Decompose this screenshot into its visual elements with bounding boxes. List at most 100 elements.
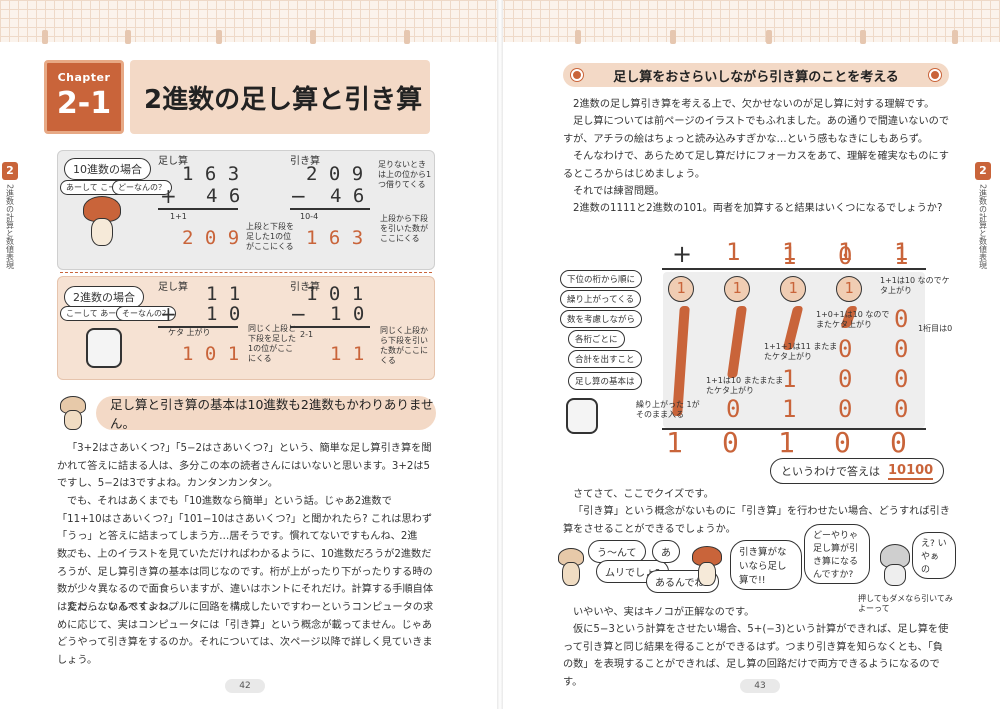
dec-add-note: 上段と下段を足した1の位がここにくる: [246, 222, 294, 251]
quiz-speech: あ: [652, 540, 680, 563]
bullet-icon: [929, 69, 941, 81]
bin-sub-carry: 2-1: [300, 330, 314, 339]
page-clip: [575, 30, 581, 44]
add-label: 足し算: [158, 156, 188, 167]
chapter-title: 2進数の足し算と引き算: [144, 84, 423, 115]
sum-line: [158, 208, 238, 210]
addend-digit: 1: [726, 238, 741, 266]
dec-add-top: 1 6 3: [182, 163, 240, 185]
hint-line: 合計を出すこと: [575, 355, 635, 365]
page-clip: [310, 30, 316, 44]
side-tab-text: 2進数の計算と数値表現: [5, 184, 15, 270]
sum-line-binary: [158, 326, 238, 328]
page-clip: [952, 30, 958, 44]
result-digit: 0: [834, 426, 851, 459]
page-clip: [42, 30, 48, 44]
plus-sign: +: [160, 184, 177, 208]
decimal-label: 10進数の場合: [64, 158, 151, 180]
dec-sub-borrow-note: 足りないときは上の位から1つ借りてくる: [378, 160, 432, 189]
addend2-digit: 1: [894, 242, 909, 270]
dec-add-carry: 1+1: [170, 212, 187, 221]
sum-line: [662, 268, 926, 270]
paragraph: そんなわけで、あらためて足し算だけにフォーカスをあて、理解を確実なものにするとこ…: [563, 151, 949, 180]
addend-digit: 1: [894, 238, 909, 266]
carry-circle: 1: [780, 276, 806, 302]
hint-line: 繰り上がってくる: [567, 295, 635, 305]
page-number-left: 42: [225, 679, 265, 693]
quiz-speech: 引き算がないなら足し算で!!: [730, 540, 802, 590]
minus-sign: −: [290, 184, 307, 208]
hint-bubble: 合計を出すこと: [568, 350, 642, 368]
mushroom-speech-2: どーなんの？: [112, 180, 172, 195]
result-digit: 1: [778, 426, 795, 459]
section-title-text: 足し算をおさらいしながら引き算のことを考える: [613, 69, 899, 85]
bin-add-top: 1 1: [206, 283, 241, 305]
bin-sub-top: 1 0 1: [306, 283, 364, 305]
paragraph: 「3+2はさあいくつ?」「5−2はさあいくつ?」という、簡単な足し算引き算を聞か…: [57, 443, 432, 489]
bin-sub-result: 1 1: [330, 343, 365, 365]
paragraph: 「引き算」という概念がないものに「引き算」を行わせたい場合、どうすれば引き算をさ…: [563, 506, 950, 535]
work-digit: 0: [838, 365, 853, 393]
paragraph: 足し算については前ページのイラストでもふれました。あの通りで間違いないのですが、…: [563, 116, 950, 145]
page-clip: [125, 30, 131, 44]
addend2-digit: 0: [838, 242, 853, 270]
acorn-character-body: [562, 562, 580, 586]
chapter-number: 2-1: [56, 86, 112, 121]
add-label-binary: 足し算: [158, 282, 188, 293]
dec-add-result: 2 0 9: [182, 227, 240, 249]
note-small: 1桁目は0: [918, 324, 953, 333]
work-digit: 0: [894, 305, 909, 333]
sub-label-binary: 引き算: [290, 282, 320, 293]
paragraph: それでは練習問題。: [573, 186, 665, 197]
bullet-icon: [571, 69, 583, 81]
addend-digit: 1: [782, 238, 797, 266]
work-digit: 1: [782, 365, 797, 393]
acorn-icon-body: [64, 410, 82, 430]
difference-line-binary: [290, 326, 370, 328]
note-carry-3: 1+1+1は11 またまたケタ上がり: [764, 342, 838, 361]
hint-bubble: 各桁ごとに: [568, 330, 625, 348]
page-number-right: 43: [740, 679, 780, 693]
side-tab-left[interactable]: 2 2進数の計算と数値表現: [2, 162, 18, 269]
bin-add-bottom: 1 0: [206, 303, 241, 325]
work-digit: 0: [838, 395, 853, 423]
quiz-note: 押してもダメなら引いてみよーって: [858, 594, 953, 613]
result-digit: 0: [722, 426, 739, 459]
dec-sub-result: 1 6 3: [306, 227, 364, 249]
paragraph: ただ…、なるべくシンプルに回路を構成したいですわーというコンピュータの求めに応じ…: [57, 602, 434, 666]
keta-note: ケタ 上がり: [168, 328, 211, 337]
work-digit: 0: [894, 365, 909, 393]
result-digit: 1: [666, 426, 683, 459]
chapter-title-box: 2進数の足し算と引き算: [130, 60, 430, 134]
hint-bubble: 数を考慮しながら: [560, 310, 643, 328]
bin-sub-bottom: 1 0: [330, 303, 365, 325]
note-carry-4: 1+1は10 またまたまたケタ上がり: [706, 376, 784, 395]
hint-line: 下位の桁から順に: [567, 275, 636, 285]
page-clip: [766, 30, 772, 44]
answer-pill: というわけで答えは 10100: [770, 458, 945, 484]
paragraph: 仮に5−3という計算をさせたい場合、5+(−3)という計算ができれば、足し算を使…: [563, 624, 949, 688]
answer-label: というわけで答えは: [781, 465, 880, 478]
paragraph: 2進数の1111と2進数の101。両者を加算すると結果はいくつになるでしょうか?: [573, 203, 943, 214]
mushroom-character-body: [698, 562, 716, 586]
work-digit: 0: [726, 395, 741, 423]
side-tab-right[interactable]: 2 2進数の計算と数値表現: [975, 162, 991, 269]
chapter-label: Chapter: [57, 71, 111, 84]
hint-bubble: 繰り上がってくる: [560, 290, 642, 308]
robot-speech-2: そーなんの？: [116, 306, 176, 321]
plus-sign: +: [672, 240, 693, 268]
addend2-digit: 1: [782, 242, 797, 270]
page-clip: [860, 30, 866, 44]
carry-circle: 1: [668, 276, 694, 302]
key-point-callout: 足し算と引き算の基本は10進数も2進数もかわりありません。: [96, 396, 436, 431]
answer-value: 10100: [888, 462, 934, 480]
hint-line: 足し算の基本は: [575, 377, 635, 387]
work-digit: 0: [894, 395, 909, 423]
paragraph: でも、上のイラストを見ていただければわかるように、10進数だろうが2進数だろうが…: [57, 549, 434, 613]
result-line: [662, 428, 926, 430]
robot-character: [86, 328, 122, 368]
bin-add-result: 1 0 1: [182, 343, 240, 365]
section-title: 足し算をおさらいしながら引き算のことを考える: [563, 63, 949, 87]
panel-divider: [60, 272, 432, 273]
bin-add-note: 同じく上段と下段を足した1の位がここにくる: [248, 324, 296, 363]
